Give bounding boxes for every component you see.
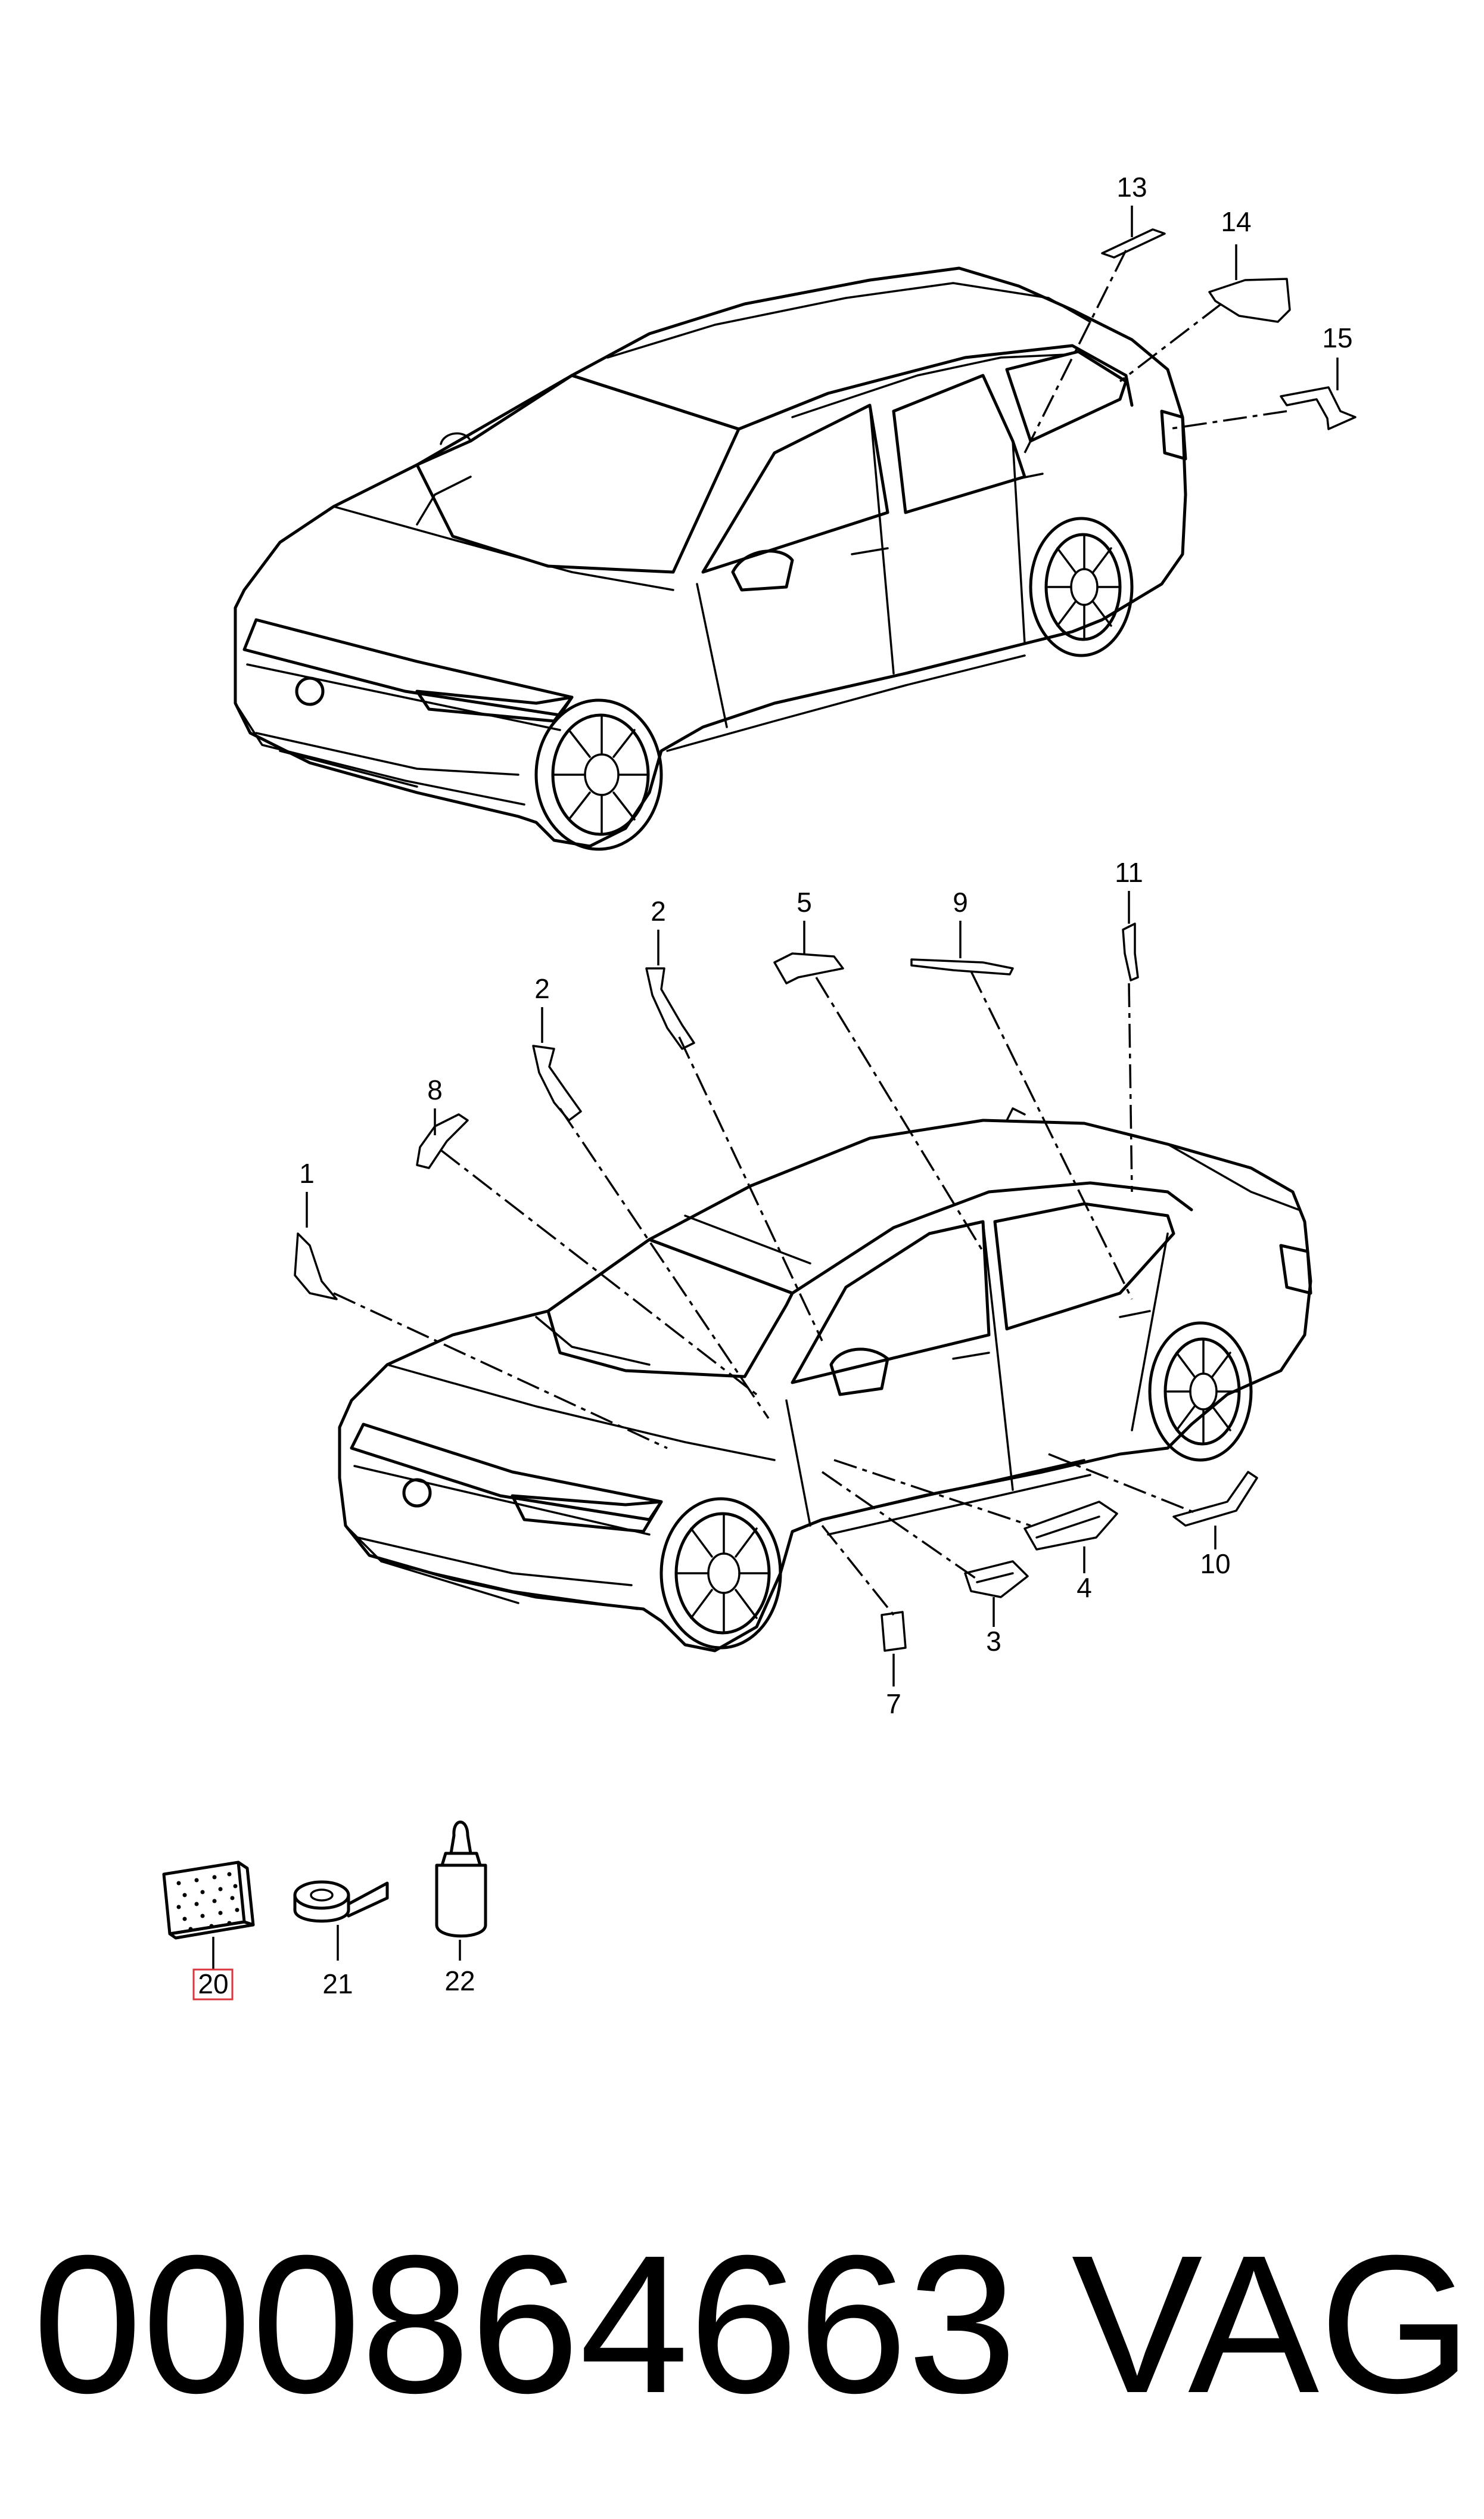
callout-14: 14 (1221, 206, 1251, 237)
part-3-sill-pad (964, 1560, 1029, 1598)
callout-1: 1 (299, 1158, 315, 1189)
part-10-sill-strip (1172, 1471, 1258, 1527)
part-5-roof-pad (773, 952, 844, 984)
part-15-bracket (1280, 386, 1357, 430)
callout-13: 13 (1116, 172, 1147, 203)
callout-labels: 13 14 15 2 5 9 11 2 8 1 10 4 3 7 20 21 2… (198, 172, 1352, 1999)
part-11-c-pillar-strip (1122, 923, 1139, 981)
part-1-corner-pad (294, 1232, 338, 1300)
callout-20: 20 (198, 1968, 228, 1999)
leader-lines-top (1023, 206, 1339, 454)
callout-9: 9 (953, 887, 968, 918)
part-13-trim-strip (1101, 228, 1166, 259)
leader-lines-middle (306, 891, 1217, 1686)
part-8-a-pillar-strip (416, 1113, 469, 1169)
part-20-highlight-box (192, 1968, 234, 2001)
callout-11: 11 (1115, 857, 1143, 888)
sedan-car-drawing (338, 1107, 1312, 1653)
brand-text: VAG (1071, 2214, 1472, 2434)
callout-10: 10 (1200, 1548, 1230, 1579)
callout-5: 5 (797, 887, 812, 918)
part-22-adhesive-bottle (435, 1821, 487, 1961)
part-number-text: 000864663 (33, 2214, 1017, 2434)
part-9-roof-strip (910, 958, 1014, 976)
part-4-sill-pad (1023, 1501, 1118, 1551)
callout-3: 3 (986, 1626, 1001, 1657)
callout-7: 7 (886, 1688, 901, 1719)
callout-4: 4 (1077, 1572, 1092, 1603)
part-21-tape-roll (293, 1880, 389, 1961)
callout-15: 15 (1322, 322, 1352, 353)
callout-22: 22 (444, 1965, 475, 1996)
part-2a-pillar-pad (532, 1045, 582, 1122)
callout-2b: 2 (651, 896, 666, 927)
estate-car-drawing (234, 266, 1187, 851)
part-2b-pillar-pad (645, 967, 695, 1050)
part-7-door-patch (881, 1611, 907, 1652)
callout-2a: 2 (534, 973, 550, 1004)
callout-8: 8 (427, 1074, 443, 1105)
part-20-sound-mat (162, 1860, 255, 1970)
callout-21: 21 (322, 1968, 353, 1999)
part-14-pad (1208, 278, 1291, 323)
